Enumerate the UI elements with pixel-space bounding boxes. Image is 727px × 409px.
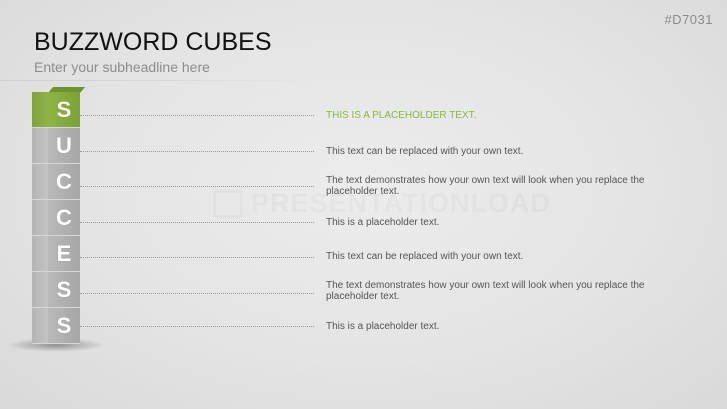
cube-front-face [32,128,48,164]
cube-edge [32,199,80,200]
row-text: This is a placeholder text. [326,321,440,332]
cube-edge [32,307,80,308]
cube-front-face [32,272,48,308]
cube-edge [32,235,80,236]
watermark: PRESENTATIONLOAD [213,188,551,219]
cube-letter: S [48,272,80,308]
cube-2: U [32,128,80,164]
connector-line [80,186,314,187]
cube-3: C [32,164,80,200]
cube-letter: S [48,92,80,128]
cube-front-face [32,92,48,128]
cube-6: S [32,272,80,308]
connector-line [80,222,314,223]
row-text: The text demonstrates how your own text … [326,280,645,302]
cube-edge [32,271,80,272]
connector-line [80,293,314,294]
cube-front-face [32,200,48,236]
cube-edge [32,343,80,344]
row-text: THIS IS A PLACEHOLDER TEXT. [326,110,477,121]
cube-front-face [32,236,48,272]
cube-1: S [32,87,86,128]
cube-letter: E [48,236,80,272]
connector-line [80,326,314,327]
row-text: The text demonstrates how your own text … [326,175,645,197]
connector-line [80,257,314,258]
row-text: This text can be replaced with your own … [326,146,524,157]
cube-7: S [32,308,80,344]
cube-edge [32,127,80,128]
connector-line [80,115,314,116]
title-divider [0,80,326,81]
slide-subtitle: Enter your subheadline here [34,59,210,75]
cube-letter: S [48,308,80,344]
cube-letter: C [48,164,80,200]
slide-id-tag: #D7031 [664,12,713,27]
cube-edge [32,163,80,164]
cube-front-face [32,164,48,200]
tower-shadow [6,338,106,352]
slide-title: BUZZWORD CUBES [34,28,272,56]
cube-5: E [32,236,80,272]
cube-4: C [32,200,80,236]
row-text: This text can be replaced with your own … [326,251,524,262]
cube-letter: C [48,200,80,236]
connector-line [80,151,314,152]
cube-front-face [32,308,48,344]
watermark-logo-icon [213,189,243,218]
watermark-text: PRESENTATIONLOAD [251,188,552,218]
row-text: This is a placeholder text. [326,217,440,228]
cube-letter: U [48,128,80,164]
